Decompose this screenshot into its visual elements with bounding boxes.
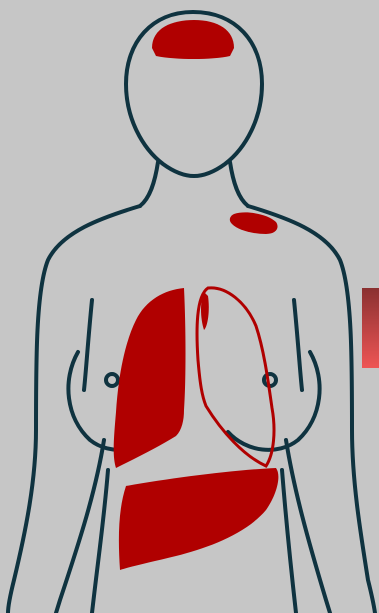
liver-lesion (119, 468, 279, 570)
shoulder-lesion (230, 212, 278, 234)
neck-left-outline (140, 162, 158, 206)
left-nipple (106, 374, 118, 386)
neck-right-outline (230, 162, 248, 206)
left-arm-inner-outline (84, 300, 92, 390)
right-lung-lesion (114, 288, 186, 468)
brain-lesion (152, 20, 234, 59)
right-forearm-inner-outline (282, 470, 296, 613)
color-scale-bar (362, 288, 379, 368)
right-arm-inner-outline (294, 300, 302, 390)
